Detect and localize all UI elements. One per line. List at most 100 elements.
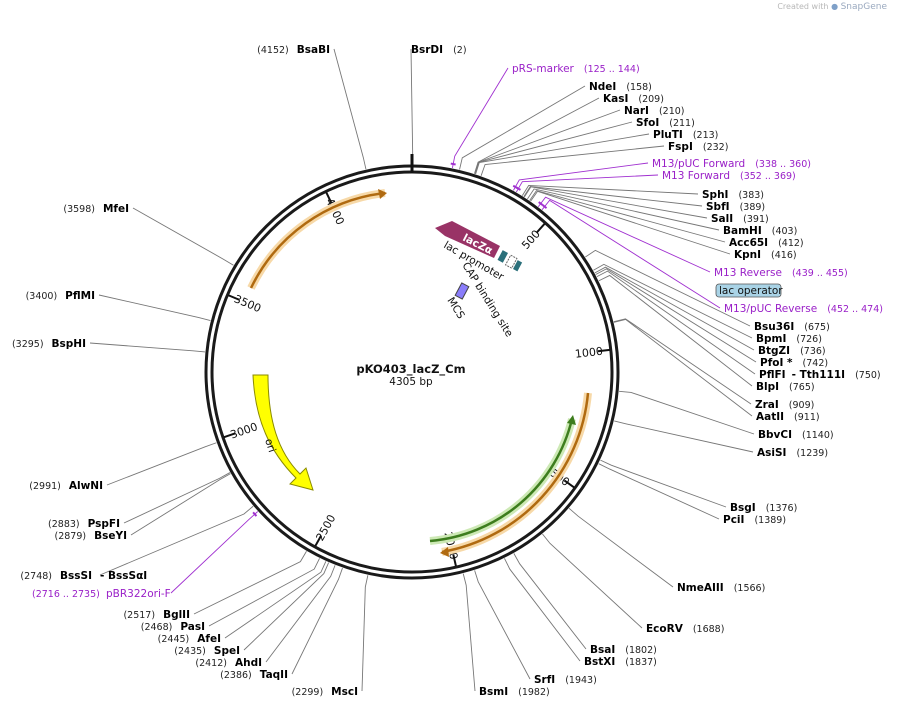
enzyme-name: PciI	[723, 514, 744, 526]
enzyme-site[interactable]: KpnI(416)	[734, 249, 797, 261]
enzyme-name: BamHI	[723, 225, 762, 237]
enzyme-site[interactable]: FspI(232)	[668, 141, 728, 153]
enzyme-site[interactable]: AatII(911)	[756, 411, 820, 423]
enzyme-site[interactable]: AhdI(2412)	[195, 657, 262, 669]
enzyme-name: BstXI	[584, 656, 615, 668]
leader-line	[527, 188, 720, 231]
enzyme-site[interactable]: ZraI(909)	[755, 399, 814, 411]
enzyme-name: BtgZI	[758, 345, 790, 357]
enzyme-site[interactable]: BstXI(1837)	[584, 656, 657, 668]
enzyme-position: (213)	[693, 130, 719, 141]
enzyme-site[interactable]: NarI(210)	[624, 105, 685, 117]
leader-line	[462, 573, 476, 692]
enzyme-name: PluTI	[653, 129, 683, 141]
enzyme-site[interactable]: PciI(1389)	[723, 514, 786, 526]
enzyme-site[interactable]: BspHI(3295)	[12, 338, 86, 350]
enzyme-site[interactable]: EcoRV(1688)	[646, 623, 724, 635]
enzyme-position: (2991)	[29, 481, 61, 492]
tick-mark	[325, 191, 333, 204]
enzyme-site[interactable]: AfeI(2445)	[158, 633, 221, 645]
enzyme-position: (742)	[803, 358, 829, 369]
enzyme-name: BsrDI	[411, 44, 443, 56]
leader-line	[568, 507, 674, 588]
orange-arrowhead-2	[440, 547, 449, 557]
enzyme-name: SrfI	[534, 674, 555, 686]
enzyme-site[interactable]: MscI(2299)	[292, 686, 358, 698]
enzyme-position: (158)	[626, 82, 652, 93]
enzyme-site[interactable]: PasI(2468)	[141, 621, 205, 633]
cap-site-box[interactable]	[513, 260, 523, 272]
leader-line	[451, 67, 509, 169]
mcs-box[interactable]	[454, 282, 470, 300]
enzyme-site[interactable]: PspFI(2883)	[48, 518, 120, 530]
enzyme-name: BssSI	[60, 570, 92, 582]
enzyme-position: (2517)	[123, 610, 155, 621]
enzyme-site[interactable]: TaqII(2386)	[220, 669, 288, 681]
enzyme-site[interactable]: Acc65I(412)	[729, 237, 804, 249]
primer-arrow	[538, 201, 544, 206]
primer-arrow	[515, 186, 521, 191]
primer-arrow	[450, 162, 456, 166]
enzyme-site[interactable]: BsgI(1376)	[730, 502, 797, 514]
enzyme-name: SfoI	[636, 117, 659, 129]
primer-site[interactable]: (2716 .. 2735)pBR322ori-F	[32, 511, 258, 600]
enzyme-site[interactable]: BsrDI(2)	[411, 44, 467, 56]
enzyme-site[interactable]: SphI(383)	[702, 189, 764, 201]
leader-line	[224, 561, 327, 639]
enzyme-position: (383)	[738, 190, 764, 201]
enzyme-site[interactable]: SfoI(211)	[636, 117, 695, 129]
enzyme-site[interactable]: SbfI(389)	[706, 201, 765, 213]
enzyme-site[interactable]: BlpI(765)	[756, 381, 815, 393]
enzyme-site[interactable]: BsaBI(4152)	[257, 44, 330, 56]
enzyme-site[interactable]: BseYI(2879)	[55, 530, 127, 542]
enzyme-site[interactable]: PflMI(3400)	[26, 290, 95, 302]
lac-operator-label-group[interactable]: lac operator	[715, 283, 783, 298]
lac-operator-box-1[interactable]	[497, 250, 508, 263]
enzyme-site[interactable]: NmeAIII(1566)	[677, 582, 765, 594]
enzyme-name: ZraI	[755, 399, 779, 411]
primer-site[interactable]: M13 Forward(352 .. 369)	[515, 170, 796, 191]
snapgene-credit: Created with ● SnapGene	[777, 2, 887, 12]
enzyme-site[interactable]: BbvCI(1140)	[758, 429, 834, 441]
enzyme-site[interactable]: PfoI *(742)	[760, 357, 828, 369]
lac-promoter-box[interactable]	[504, 254, 518, 269]
primer-site[interactable]: M13/pUC Reverse(452 .. 474)	[542, 204, 883, 315]
enzyme-position: (2468)	[141, 622, 173, 633]
enzyme-name: BseYI	[94, 530, 127, 542]
primer-site[interactable]: pRS-marker(125 .. 144)	[450, 63, 640, 166]
orange-feature-1[interactable]	[249, 191, 386, 289]
enzyme-site[interactable]: SalI(391)	[711, 213, 769, 225]
site-labels: BsrDI(2)NdeI(158)KasI(209)NarI(210)SfoI(…	[12, 44, 883, 698]
green-feature[interactable]	[429, 418, 574, 543]
enzyme-site[interactable]: BglII(2517)	[123, 609, 190, 621]
enzyme-site[interactable]: BsaI(1802)	[590, 644, 657, 656]
enzyme-site[interactable]: BpmI(726)	[756, 333, 822, 345]
enzyme-name: AsiSI	[757, 447, 786, 459]
enzyme-site[interactable]: NdeI(158)	[589, 81, 652, 93]
primer-site[interactable]: M13 Reverse(439 .. 455)	[538, 201, 848, 279]
tick-label: 2500	[313, 512, 338, 543]
enzyme-site[interactable]: BtgZI(736)	[758, 345, 826, 357]
orange-arrowhead-1	[378, 189, 387, 199]
enzyme-site[interactable]: SpeI(2435)	[174, 645, 240, 657]
enzyme-site[interactable]: KasI(209)	[603, 93, 664, 105]
enzyme-site[interactable]: MfeI(3598)	[63, 203, 129, 215]
enzyme-site[interactable]: SrfI(1943)	[534, 674, 597, 686]
enzyme-site[interactable]: BsmI(1982)	[479, 686, 550, 698]
enzyme-name: BsaBI	[297, 44, 330, 56]
enzyme-site[interactable]: PluTI (213)	[653, 129, 718, 141]
ori-feature[interactable]: ori	[252, 374, 314, 491]
tick-mark	[597, 348, 610, 353]
leader-line	[474, 109, 621, 174]
primer-name: M13/pUC Reverse	[724, 303, 817, 315]
enzyme-site[interactable]: Bsu36I(675)	[754, 321, 830, 333]
orange-feature-2[interactable]	[441, 392, 590, 554]
lacza-arrow[interactable]	[435, 221, 500, 258]
enzyme-site[interactable]: PflFI- Tth111I(750)	[759, 369, 881, 381]
enzyme-site[interactable]: AlwNI(2991)	[29, 480, 103, 492]
enzyme-position: (232)	[703, 142, 729, 153]
enzyme-site[interactable]: BamHI(403)	[723, 225, 797, 237]
enzyme-site[interactable]: AsiSI(1239)	[757, 447, 828, 459]
enzyme-name: BlpI	[756, 381, 779, 393]
